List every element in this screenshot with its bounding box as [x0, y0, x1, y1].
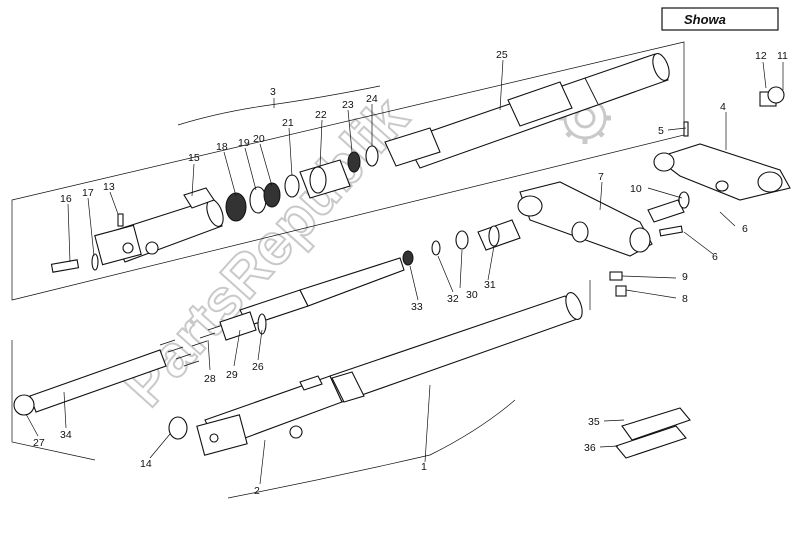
callout-36: 36	[584, 442, 596, 454]
brand-label: Showa	[661, 7, 779, 31]
callout-22: 22	[315, 109, 327, 121]
callout-3: 3	[270, 86, 276, 98]
lower-triple-clamp	[517, 181, 690, 297]
callout-27: 27	[33, 437, 45, 449]
upper-inner-tube	[404, 53, 670, 169]
callout-11: 11	[777, 50, 788, 62]
callout-9: 9	[682, 271, 688, 283]
callout-28: 28	[204, 373, 216, 385]
callout-20: 20	[253, 133, 265, 145]
callout-18: 18	[216, 141, 228, 153]
callout-32: 32	[447, 293, 459, 305]
callout-30: 30	[466, 289, 478, 301]
brand-label-box	[661, 7, 779, 31]
callout-24: 24	[366, 93, 378, 105]
callout-13: 13	[103, 181, 115, 193]
callout-26: 26	[252, 361, 264, 373]
callout-29: 29	[226, 369, 238, 381]
callout-5: 5	[658, 125, 664, 137]
callout-21: 21	[282, 117, 294, 129]
leader-lines	[25, 59, 784, 485]
upper-triple-clamp	[653, 86, 791, 201]
callout-6b: 6	[712, 251, 718, 263]
brand-label-text: Showa	[684, 12, 726, 27]
callout-23: 23	[342, 99, 354, 111]
callout-31: 31	[484, 279, 496, 291]
callout-14: 14	[140, 458, 152, 470]
callout-labels: 1 2 3 4 5 6 6 7 8 9 10 11 12 13 14 15 16…	[33, 49, 788, 497]
callout-12: 12	[755, 50, 767, 62]
callout-25: 25	[496, 49, 508, 61]
callout-34: 34	[60, 429, 72, 441]
callout-2: 2	[254, 485, 260, 497]
callout-19: 19	[238, 137, 250, 149]
callout-33: 33	[411, 301, 423, 313]
damper-cartridge	[159, 219, 521, 367]
callout-7: 7	[598, 171, 604, 183]
callout-6a: 6	[742, 223, 748, 235]
reflector-parts	[615, 407, 691, 459]
callout-16: 16	[60, 193, 72, 205]
callout-35: 35	[588, 416, 600, 428]
lower-group-bracket	[11, 280, 591, 499]
callout-8: 8	[682, 293, 688, 305]
callout-17: 17	[82, 187, 94, 199]
callout-15: 15	[188, 152, 200, 164]
callout-1: 1	[421, 461, 427, 473]
upper-slider	[50, 187, 224, 273]
lower-fork	[13, 292, 583, 456]
callout-10: 10	[630, 183, 642, 195]
upper-spring-set	[225, 127, 441, 222]
callout-4: 4	[720, 101, 726, 113]
